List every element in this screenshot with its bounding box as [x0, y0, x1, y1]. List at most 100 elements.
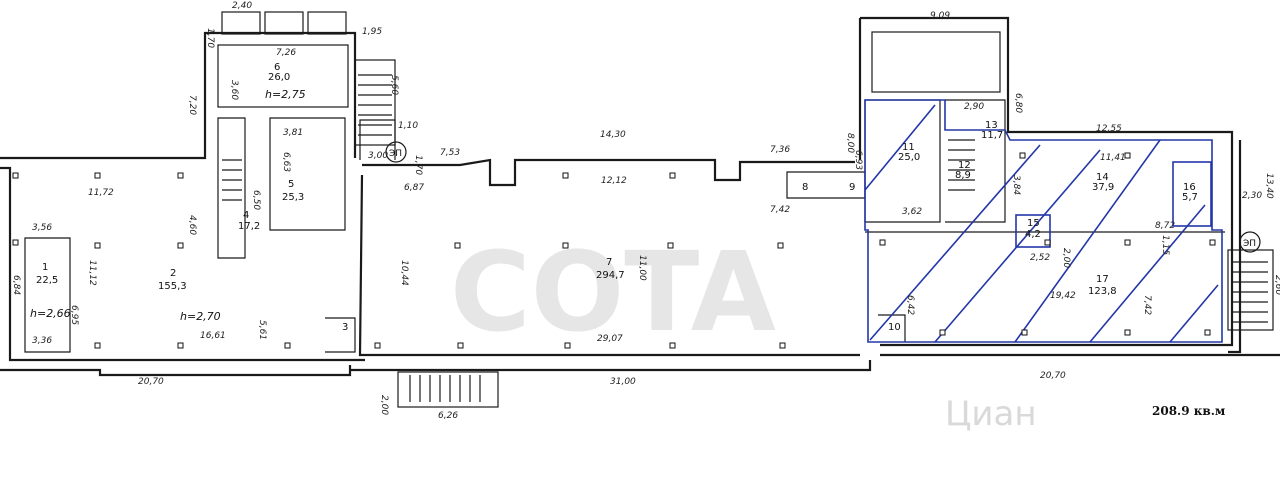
dimension-label: 10,44 — [399, 260, 409, 286]
room-14-number: 14 — [1096, 172, 1109, 183]
dimension-label: 7,53 — [440, 148, 460, 158]
dimension-label: 3,00 — [368, 151, 388, 161]
dimension-label: 2,40 — [232, 1, 252, 11]
room-10-number: 10 — [888, 322, 901, 333]
dimension-label: 14,30 — [600, 130, 626, 140]
room-12-area: 8,9 — [955, 170, 971, 181]
dimension-label: 2,00 — [1061, 248, 1071, 268]
dimension-label: 19,42 — [1050, 291, 1076, 301]
room-5-number: 5 — [288, 179, 294, 190]
room-9-number: 9 — [849, 182, 855, 193]
room-17-area: 123,8 — [1088, 286, 1117, 297]
dimension-label: 1,95 — [362, 27, 382, 37]
stairs — [222, 59, 1274, 408]
dimension-label: 3,60 — [229, 80, 239, 100]
room-15-number: 15 — [1027, 218, 1040, 229]
dimension-label: 11,72 — [88, 188, 114, 198]
dimension-label: 16,61 — [200, 331, 226, 341]
room-4-area: 17,2 — [238, 221, 260, 232]
room-7-number: 7 — [606, 257, 612, 268]
dimension-label: 3,84 — [1011, 175, 1021, 195]
room-4-number: 4 — [243, 210, 249, 221]
dimension-label: 7,20 — [187, 95, 197, 115]
dimension-label: 1,70 — [413, 155, 423, 175]
dimension-label: 12,12 — [601, 176, 627, 186]
evac-marker-2 — [1239, 231, 1261, 253]
dimension-label: 13,40 — [1264, 173, 1274, 199]
dimension-label: 3,56 — [32, 223, 52, 233]
height-label-1: h=2,75 — [265, 88, 306, 101]
room-8-number: 8 — [802, 182, 808, 193]
dimension-label: 2,00 — [379, 395, 389, 415]
room-12-number: 12 — [958, 160, 971, 171]
dimension-label: 31,00 — [610, 377, 636, 387]
dimension-label: 1,70 — [205, 28, 215, 48]
room-2-number: 2 — [170, 268, 176, 279]
room-2-area: 155,3 — [158, 281, 187, 292]
dimension-label: 6,95 — [69, 305, 79, 325]
dimension-label: 2,52 — [1030, 253, 1050, 263]
dimension-label: 7,42 — [1142, 295, 1152, 315]
interior-walls — [24, 44, 1225, 353]
dimension-label: 7,36 — [770, 145, 790, 155]
dimension-label: 3,81 — [283, 128, 303, 138]
dimension-label: 20,70 — [1040, 371, 1066, 381]
dimension-label: 6,80 — [1013, 93, 1023, 113]
evac-label-2: ЭП — [1243, 239, 1256, 249]
dimension-label: 2,30 — [1242, 191, 1262, 201]
dimension-labels: 2,40 1,70 7,26 1,95 5,60 7,20 3,60 1,10 1,70 7,53… — [11, 1, 1280, 421]
dimension-label: 11,00 — [637, 255, 647, 281]
dimension-label: 2,90 — [964, 102, 984, 112]
columns — [12, 152, 1216, 349]
dimension-label: 7,26 — [276, 48, 296, 58]
dimension-label: 6,26 — [438, 411, 458, 421]
dimension-label: 6,84 — [11, 275, 21, 295]
dimension-label: 2,60 — [1273, 275, 1280, 295]
dimension-label: 8,72 — [1155, 221, 1175, 231]
dimension-label: 12,55 — [1096, 124, 1122, 134]
room-7-area: 294,7 — [596, 270, 625, 281]
room-14-area: 37,9 — [1092, 182, 1114, 193]
room-1-area: 22,5 — [36, 275, 58, 286]
room-16-area: 5,7 — [1182, 192, 1198, 203]
dimension-label: 5,60 — [389, 75, 399, 95]
dimension-label: 11,41 — [1100, 153, 1126, 163]
dimension-label: 9,09 — [930, 11, 950, 21]
dimension-label: 6,42 — [905, 295, 915, 315]
room-15-area: 4,2 — [1025, 229, 1041, 240]
room-labels: 1 22,5 2 155,3 3 4 17,2 5 25,3 6 26,0 7 … — [36, 62, 1198, 333]
dimension-label: 1,10 — [398, 121, 418, 131]
total-area-label: 208.9 кв.м — [1152, 404, 1226, 418]
room-5-area: 25,3 — [282, 192, 304, 203]
room-11-number: 11 — [902, 142, 915, 153]
height-label-2: h=2,70 — [180, 310, 221, 323]
room-11-area: 25,0 — [898, 152, 920, 163]
evac-label-1: ЭП — [389, 149, 402, 159]
brand-watermark: COTA — [450, 228, 776, 356]
dimension-label: 3,36 — [32, 336, 52, 346]
dimension-label: 6,93 — [853, 150, 863, 170]
dimension-label: 20,70 — [138, 377, 164, 387]
room-13-area: 11,7 — [981, 130, 1003, 141]
dimension-label: 11,12 — [87, 260, 97, 286]
room-3-number: 3 — [342, 322, 348, 333]
dimension-label: 7,42 — [770, 205, 790, 215]
room-17-number: 17 — [1096, 274, 1109, 285]
room-13-number: 13 — [985, 120, 998, 131]
highlighted-area — [864, 99, 1223, 343]
room-6-number: 6 — [274, 62, 280, 73]
dimension-label: 1,15 — [1160, 235, 1170, 255]
dimension-label: 3,62 — [902, 207, 922, 217]
room-16-number: 16 — [1183, 182, 1196, 193]
dimension-label: 5,61 — [257, 320, 267, 340]
dimension-label: 29,07 — [597, 334, 623, 344]
room-6-area: 26,0 — [268, 72, 290, 83]
dimension-label: 8,00 — [845, 133, 855, 153]
height-label-3: h=2,66 — [30, 307, 71, 320]
dimension-label: 6,63 — [281, 152, 291, 172]
exterior-walls — [0, 11, 1280, 377]
dimension-label: 6,87 — [404, 183, 424, 193]
cian-watermark: Циан — [945, 394, 1037, 434]
dimension-label: 6,50 — [251, 190, 261, 210]
